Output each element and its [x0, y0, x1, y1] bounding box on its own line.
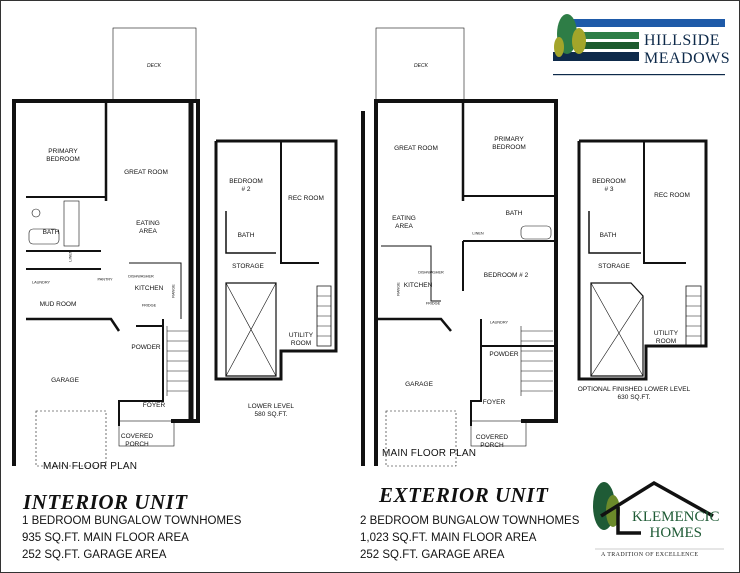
room-label-utility-room: UTILITY ROOM: [653, 329, 679, 345]
room-label-utility-room: UTILITY ROOM: [288, 331, 314, 347]
spec-line: 2 BEDROOM BUNGALOW TOWNHOMES: [360, 515, 580, 527]
exterior-main-floor-plan-label: MAIN FLOOR PLAN: [382, 448, 477, 459]
linen-label: LINEN: [68, 250, 73, 262]
exterior-unit-specs: 2 BEDROOM BUNGALOW TOWNHOMES 1,023 SQ.FT…: [360, 513, 579, 564]
room-label-garage: GARAGE: [51, 376, 79, 384]
room-label-rec-room: REC ROOM: [288, 194, 324, 202]
spec-line: 252 SQ.FT. GARAGE AREA: [22, 549, 167, 561]
room-label-kitchen: KITCHEN: [134, 284, 164, 292]
klemencic-homes-logo: KLEMENCIC HOMES: [632, 509, 720, 541]
room-label-powder: POWDER: [489, 350, 519, 358]
deck-label: DECK: [147, 62, 161, 69]
interior-unit-specs: 1 BEDROOM BUNGALOW TOWNHOMES 935 SQ.FT. …: [22, 513, 241, 564]
spec-line: 1 BEDROOM BUNGALOW TOWNHOMES: [22, 515, 242, 527]
room-label-bath: BATH: [42, 228, 60, 236]
room-label-eating-area: EATING AREA: [136, 219, 160, 235]
hillside-meadows-logo-graphic: [553, 14, 725, 76]
room-label-rec-room: REC ROOM: [654, 191, 690, 199]
pantry-label: PANTRY: [97, 277, 113, 282]
room-label-lower-bath: BATH: [237, 231, 255, 239]
interior-lower-level-walls: [214, 139, 338, 381]
exterior-unit-title: EXTERIOR UNIT: [379, 483, 549, 507]
room-label-great-room: GREAT ROOM: [124, 168, 168, 176]
logo-line: HOMES: [649, 525, 702, 541]
room-label-great-room: GREAT ROOM: [394, 144, 438, 152]
spec-line: 935 SQ.FT. MAIN FLOOR AREA: [22, 532, 189, 544]
interior-unit-title: INTERIOR UNIT: [23, 490, 188, 514]
range-label: RANGE: [396, 282, 401, 296]
room-label-primary-bedroom: PRIMARY BEDROOM: [46, 147, 80, 163]
laundry-label: LAUNDRY: [489, 320, 509, 325]
room-label-kitchen: KITCHEN: [403, 281, 433, 289]
room-label-foyer: FOYER: [482, 398, 506, 406]
spec-line: 1,023 SQ.FT. MAIN FLOOR AREA: [360, 532, 537, 544]
hillside-meadows-logo: HILLSIDE MEADOWS: [644, 32, 730, 68]
exterior-lower-level-walls: [577, 139, 708, 381]
range-label: RANGE: [171, 284, 176, 298]
laundry-label: LAUNDRY: [31, 280, 51, 285]
room-label-garage: GARAGE: [405, 380, 433, 388]
fridge-label: FRIDGE: [425, 301, 441, 306]
fridge-label: FRIDGE: [141, 303, 157, 308]
klemencic-homes-logo-graphic: [593, 480, 724, 550]
room-label-primary-bedroom: PRIMARY BEDROOM: [492, 135, 526, 151]
linen-label: LINEN: [472, 231, 484, 236]
logo-line: KLEMENCIC: [632, 509, 720, 525]
logo-line: HILLSIDE: [644, 32, 720, 49]
room-label-foyer: FOYER: [142, 401, 166, 409]
exterior-main-floor-walls: [361, 27, 558, 467]
room-label-mud-room: MUD ROOM: [39, 300, 77, 308]
room-label-eating-area: EATING AREA: [392, 214, 416, 230]
room-label-storage: STORAGE: [598, 262, 630, 270]
logo-line: MEADOWS: [644, 50, 731, 67]
deck-label: DECK: [414, 62, 428, 69]
room-label-covered-porch: COVERED PORCH: [120, 432, 154, 448]
interior-main-floor-plan-label: MAIN FLOOR PLAN: [43, 461, 138, 472]
lower-level-caption: OPTIONAL FINISHED LOWER LEVEL 630 SQ.FT.: [577, 385, 691, 401]
room-label-bedroom-3-lower: BEDROOM # 3: [592, 177, 626, 193]
klemencic-tagline: A TRADITION OF EXCELLENCE: [601, 552, 699, 558]
room-label-covered-porch: COVERED PORCH: [475, 433, 509, 449]
room-label-storage: STORAGE: [232, 262, 264, 270]
dishwasher-label: DISHWASHER: [128, 274, 154, 279]
room-label-bath: BATH: [505, 209, 523, 217]
lower-level-caption: LOWER LEVEL 580 SQ.FT.: [248, 402, 294, 418]
room-label-powder: POWDER: [131, 343, 161, 351]
interior-main-floor-walls: [12, 27, 200, 467]
room-label-lower-bath: BATH: [599, 231, 617, 239]
spec-line: 252 SQ.FT. GARAGE AREA: [360, 549, 505, 561]
room-label-bedroom-2: BEDROOM # 2: [483, 271, 529, 279]
dishwasher-label: DISHWASHER: [418, 270, 444, 275]
room-label-bedroom-2-lower: BEDROOM # 2: [229, 177, 263, 193]
